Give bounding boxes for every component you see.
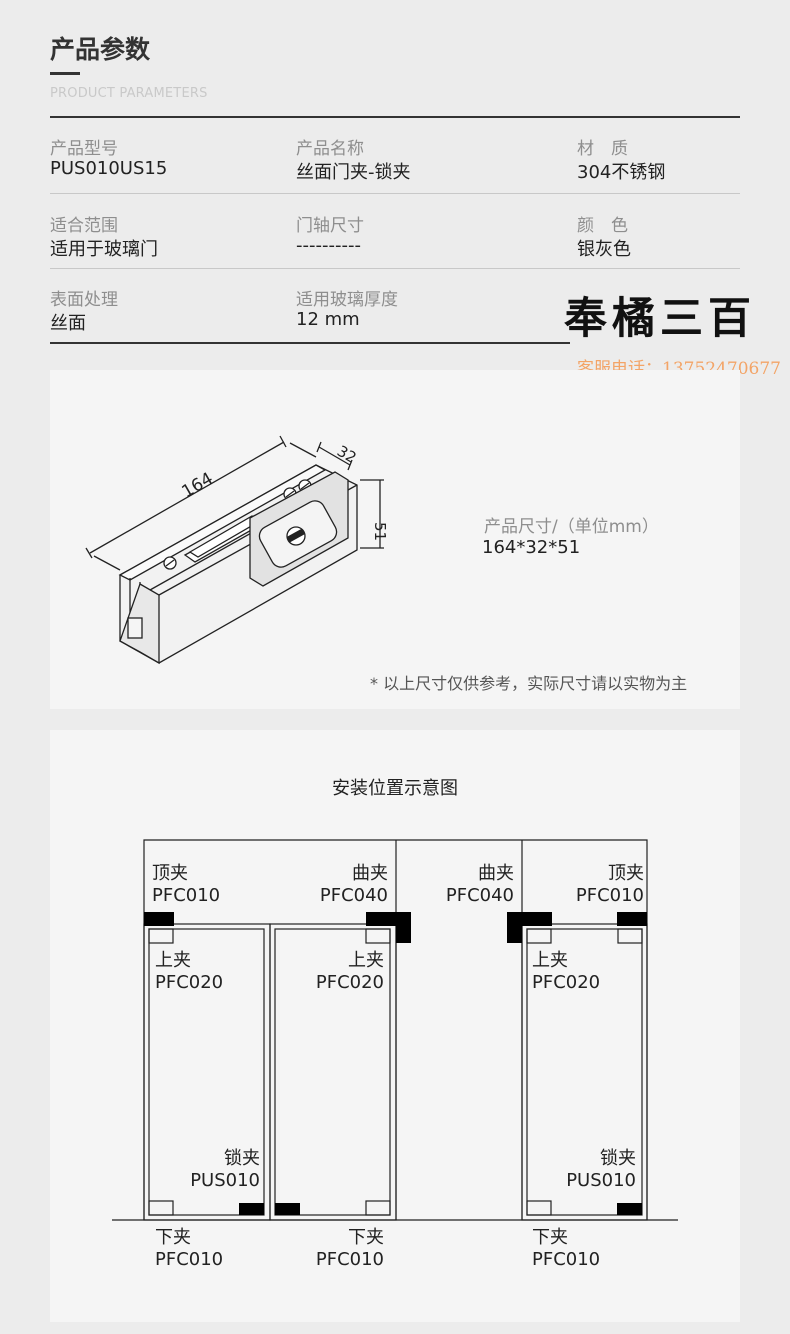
param-label-surface: 表面处理	[50, 290, 118, 310]
param-label-range: 适合范围	[50, 216, 118, 236]
param-value-color: 银灰色	[577, 239, 631, 260]
installation-card: 安装位置示意图	[50, 730, 740, 1322]
param-label-model: 产品型号	[50, 139, 118, 159]
dimension-note: * 以上尺寸仅供参考，实际尺寸请以实物为主	[370, 674, 688, 693]
dimension-label: 产品尺寸/（单位mm）	[484, 517, 659, 537]
param-value-axis: ----------	[296, 235, 361, 256]
dim-height: 51	[371, 522, 389, 541]
table-bottom-rule	[50, 342, 570, 344]
label-bottom-clamp: 下夹 PFC010	[155, 1227, 224, 1270]
installation-diagram	[112, 839, 678, 1221]
dimension-value: 164*32*51	[482, 537, 581, 558]
product-drawing: 164 32 51	[85, 435, 389, 665]
label-upper-clamp: 上夹 PFC020	[155, 950, 224, 993]
param-value-name: 丝面门夹-锁夹	[296, 162, 411, 183]
dim-length: 164	[179, 469, 217, 503]
label-bottom-clamp: 下夹 PFC010	[532, 1227, 601, 1270]
label-curve-clamp: 曲夹 PFC040	[319, 863, 388, 906]
param-label-glass: 适用玻璃厚度	[296, 290, 398, 310]
section-title: 产品参数	[50, 35, 151, 64]
dimension-card: 164 32 51 产品尺寸/（单位mm） 164*32*51 * 以上尺寸仅供…	[50, 370, 740, 709]
label-top-clamp: 顶夹 PFC010	[575, 863, 644, 906]
section-subtitle: PRODUCT PARAMETERS	[50, 86, 208, 101]
table-row-divider	[50, 193, 740, 194]
label-upper-clamp: 上夹 PFC020	[315, 950, 384, 993]
label-lock-clamp: 锁夹 PUS010	[190, 1148, 260, 1191]
param-label-axis: 门轴尺寸	[296, 216, 364, 236]
table-top-rule	[50, 116, 740, 118]
param-label-material: 材 质	[577, 139, 628, 159]
label-top-clamp: 顶夹 PFC010	[152, 863, 221, 906]
brand-logo: 奉橘三百	[564, 294, 756, 344]
table-row-divider	[50, 268, 740, 269]
label-curve-clamp: 曲夹 PFC040	[445, 863, 514, 906]
dim-width: 32	[334, 442, 360, 467]
param-value-material: 304不锈钢	[577, 162, 666, 183]
title-underline	[50, 72, 80, 75]
label-bottom-clamp: 下夹 PFC010	[315, 1227, 384, 1270]
param-value-surface: 丝面	[50, 313, 86, 334]
param-value-model: PUS010US15	[50, 158, 168, 179]
label-upper-clamp: 上夹 PFC020	[532, 950, 601, 993]
param-label-name: 产品名称	[296, 139, 364, 159]
param-label-color: 颜 色	[577, 216, 628, 236]
param-value-range: 适用于玻璃门	[50, 239, 158, 260]
param-value-glass: 12 mm	[296, 309, 360, 330]
diagram-title: 安装位置示意图	[332, 778, 458, 799]
label-lock-clamp: 锁夹 PUS010	[566, 1148, 636, 1191]
